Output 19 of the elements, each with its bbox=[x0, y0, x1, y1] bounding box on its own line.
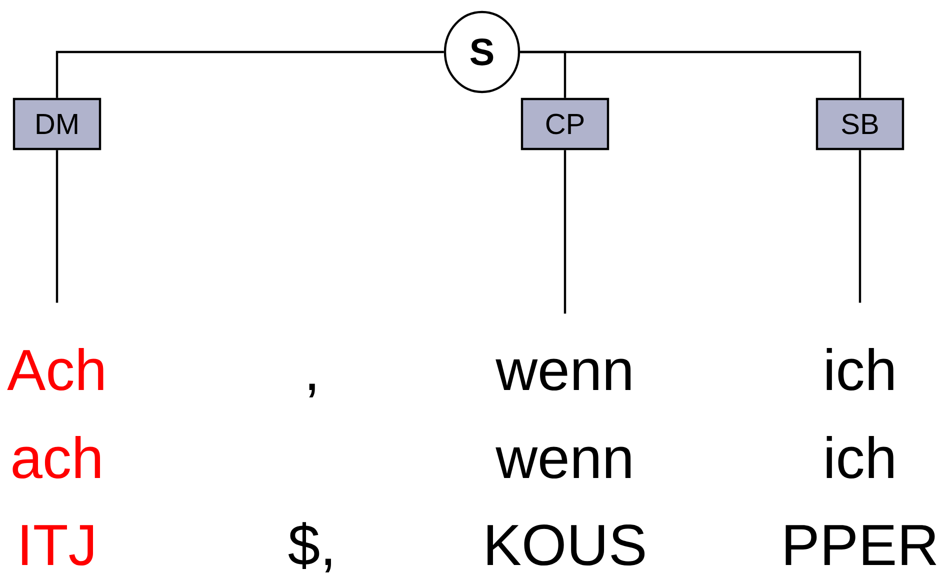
token-label: $, bbox=[288, 522, 331, 572]
token-label: ITJ bbox=[22, 525, 93, 566]
tree-line bbox=[520, 50, 862, 98]
token-label: PPER bbox=[786, 525, 936, 565]
tree-line bbox=[56, 150, 58, 303]
token-label: , bbox=[309, 384, 315, 398]
tree-line bbox=[56, 50, 444, 98]
relation-box: SB bbox=[816, 98, 904, 150]
token-label: ich bbox=[826, 436, 894, 479]
token-label: KOUS bbox=[488, 524, 645, 566]
tree-line bbox=[564, 150, 566, 314]
word-label: wenn bbox=[496, 358, 631, 391]
word-label: Ach bbox=[7, 348, 104, 391]
token-label: ach bbox=[12, 436, 100, 479]
relation-box: CP bbox=[520, 98, 610, 150]
token-label: wenn bbox=[496, 446, 631, 479]
relation-box: DM bbox=[12, 98, 102, 150]
word-label: ich bbox=[826, 348, 894, 391]
tree-line bbox=[858, 150, 862, 303]
